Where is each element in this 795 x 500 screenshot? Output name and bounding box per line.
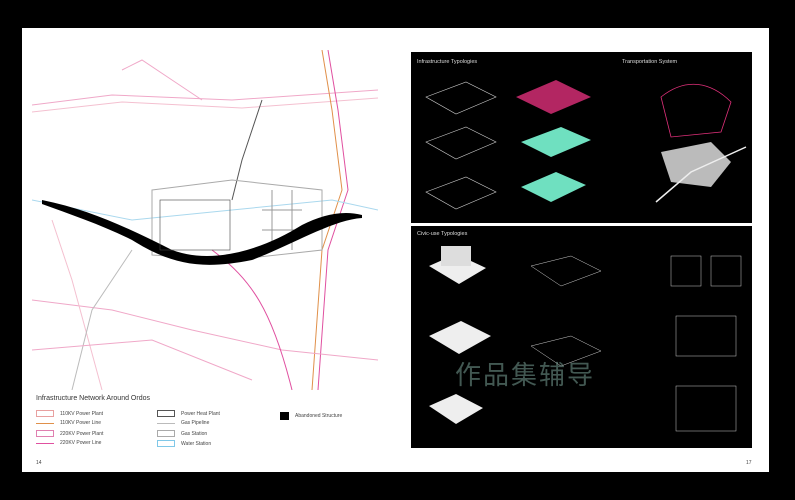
legend-label: Gas Station: [181, 430, 208, 437]
legend-item: Gas Pipeline: [157, 420, 209, 426]
abandoned-structure-icon: [280, 412, 289, 420]
legend-item: Abandoned Structure: [280, 412, 342, 420]
legend-item: 220KV Power Plant: [36, 430, 103, 437]
legend-item: Water Station: [157, 440, 211, 447]
panel-civic-use: Civic-use Typologies: [411, 226, 752, 448]
legend-swatch: [36, 430, 54, 437]
legend-label: Abandoned Structure: [295, 413, 343, 419]
legend-label: 220KV Power Plant: [60, 430, 104, 437]
legend-swatch: [157, 430, 175, 437]
panel-title: Civic-use Typologies: [417, 231, 468, 237]
legend-swatch: [36, 442, 54, 444]
legend-label: 110KV Power Line: [60, 420, 102, 426]
infrastructure-map: [32, 50, 378, 390]
page-number-left: 14: [36, 460, 42, 466]
typology-diagrams: [425, 80, 747, 210]
page-number-right: 17: [746, 460, 752, 466]
legend-item: 110KV Power Line: [36, 420, 101, 426]
panel-title: Transportation System: [622, 59, 678, 65]
legend-swatch: [157, 422, 175, 424]
legend-label: Gas Pipeline: [181, 420, 210, 426]
legend-item: Power Heat Plant: [157, 410, 220, 417]
panel-title: Infrastructure Typologies: [417, 59, 478, 65]
civic-typology-diagrams: [429, 246, 742, 432]
legend-item: 220KV Power Line: [36, 440, 101, 446]
legend-swatch: [157, 440, 175, 447]
legend-label: 220KV Power Line: [60, 440, 102, 446]
legend-item: 110KV Power Plant: [36, 410, 103, 417]
legend-swatch: [36, 410, 54, 417]
legend-swatch: [157, 410, 175, 417]
legend-item: Gas Station: [157, 430, 207, 437]
watermark: 作品集辅导: [455, 360, 596, 390]
legend-label: Water Station: [181, 440, 212, 447]
legend-title: Infrastructure Network Around Ordos: [36, 395, 150, 402]
legend-label: 110KV Power Plant: [60, 410, 103, 417]
legend-swatch: [36, 422, 54, 424]
panel-infrastructure-transport: Infrastructure Typologies Transportation…: [411, 52, 752, 223]
legend-label: Power Heat Plant: [181, 410, 220, 417]
